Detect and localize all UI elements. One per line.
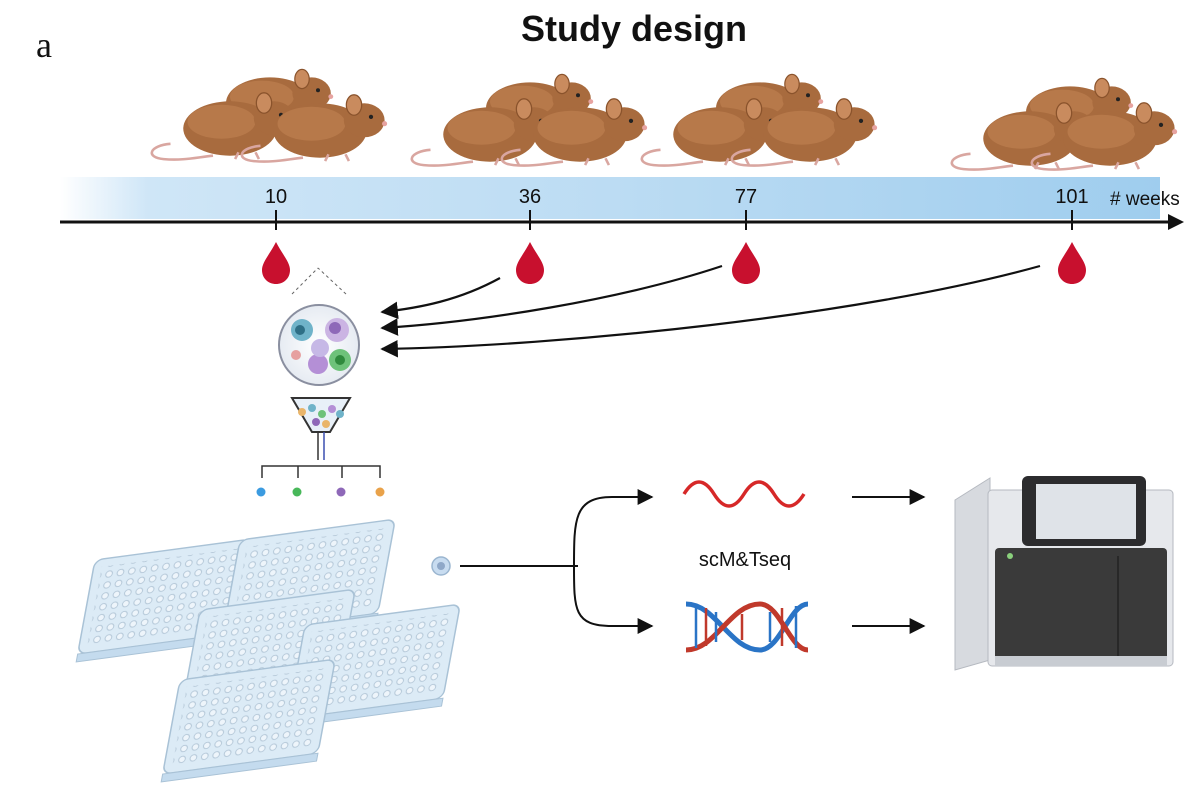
timepoint-label-77: 77 (735, 186, 757, 208)
rna-wave-icon (682, 480, 806, 508)
timeline-ticks (275, 210, 1073, 230)
timepoint-label-36: 36 (519, 186, 541, 208)
split-arrow-top (573, 489, 654, 567)
timepoint-label-101: 101 (1055, 186, 1088, 208)
timeline-arrowhead (1168, 214, 1184, 230)
blood-drop-icon (262, 242, 290, 284)
timepoint-label-10: 10 (265, 186, 287, 208)
blood-drop-icon (1058, 242, 1086, 284)
sequencer-icon (954, 476, 1174, 671)
arrow-36-to-sample (380, 277, 501, 320)
timeline-band (60, 177, 1160, 219)
blood-drop-icon (732, 242, 760, 284)
arrow-101-to-sample (380, 264, 1041, 358)
method-label: scM&Tseq (699, 549, 791, 571)
figure-title: Study design (520, 8, 748, 49)
blood-drop-icon (516, 242, 544, 284)
panel-label: a (36, 25, 52, 65)
split-arrow-bottom (573, 565, 654, 634)
cell-sorter-icon (256, 397, 385, 497)
single-cell-icon (431, 556, 451, 576)
arrow-77-to-sample (380, 264, 723, 336)
cell-sample-icon (278, 267, 360, 386)
dna-helix-icon (685, 601, 809, 653)
timeline-unit-label: # weeks (1110, 189, 1180, 210)
